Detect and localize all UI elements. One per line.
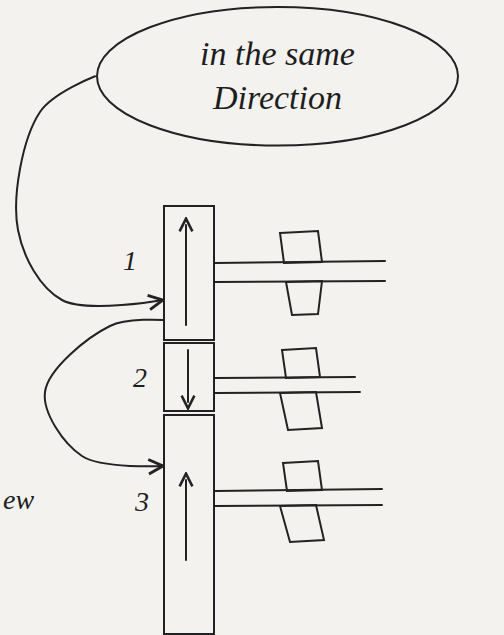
- direction-arrow: [185, 480, 187, 560]
- note-ellipse: in the same Direction: [95, 5, 460, 148]
- contact-block: [280, 505, 324, 542]
- contact-block: [283, 461, 322, 491]
- contact-block: [280, 392, 322, 430]
- direction-arrow: [185, 225, 187, 325]
- bar-segment: 3: [163, 414, 215, 635]
- bar-segment: 1: [163, 205, 215, 341]
- curved-arrow: [16, 76, 163, 306]
- callout-number: 2: [133, 364, 147, 392]
- callout-number: 3: [135, 488, 149, 516]
- note-text: in the same Direction: [173, 32, 383, 120]
- partial-note: ew: [3, 486, 34, 514]
- bar-segment: 2: [163, 342, 215, 412]
- contact-block: [286, 281, 322, 315]
- direction-arrow: [187, 350, 189, 402]
- contact-block: [282, 348, 320, 378]
- ellipse-outline: [95, 5, 460, 148]
- curved-arrow: [45, 320, 163, 467]
- contact-block: [280, 231, 322, 263]
- callout-number: 1: [123, 247, 137, 275]
